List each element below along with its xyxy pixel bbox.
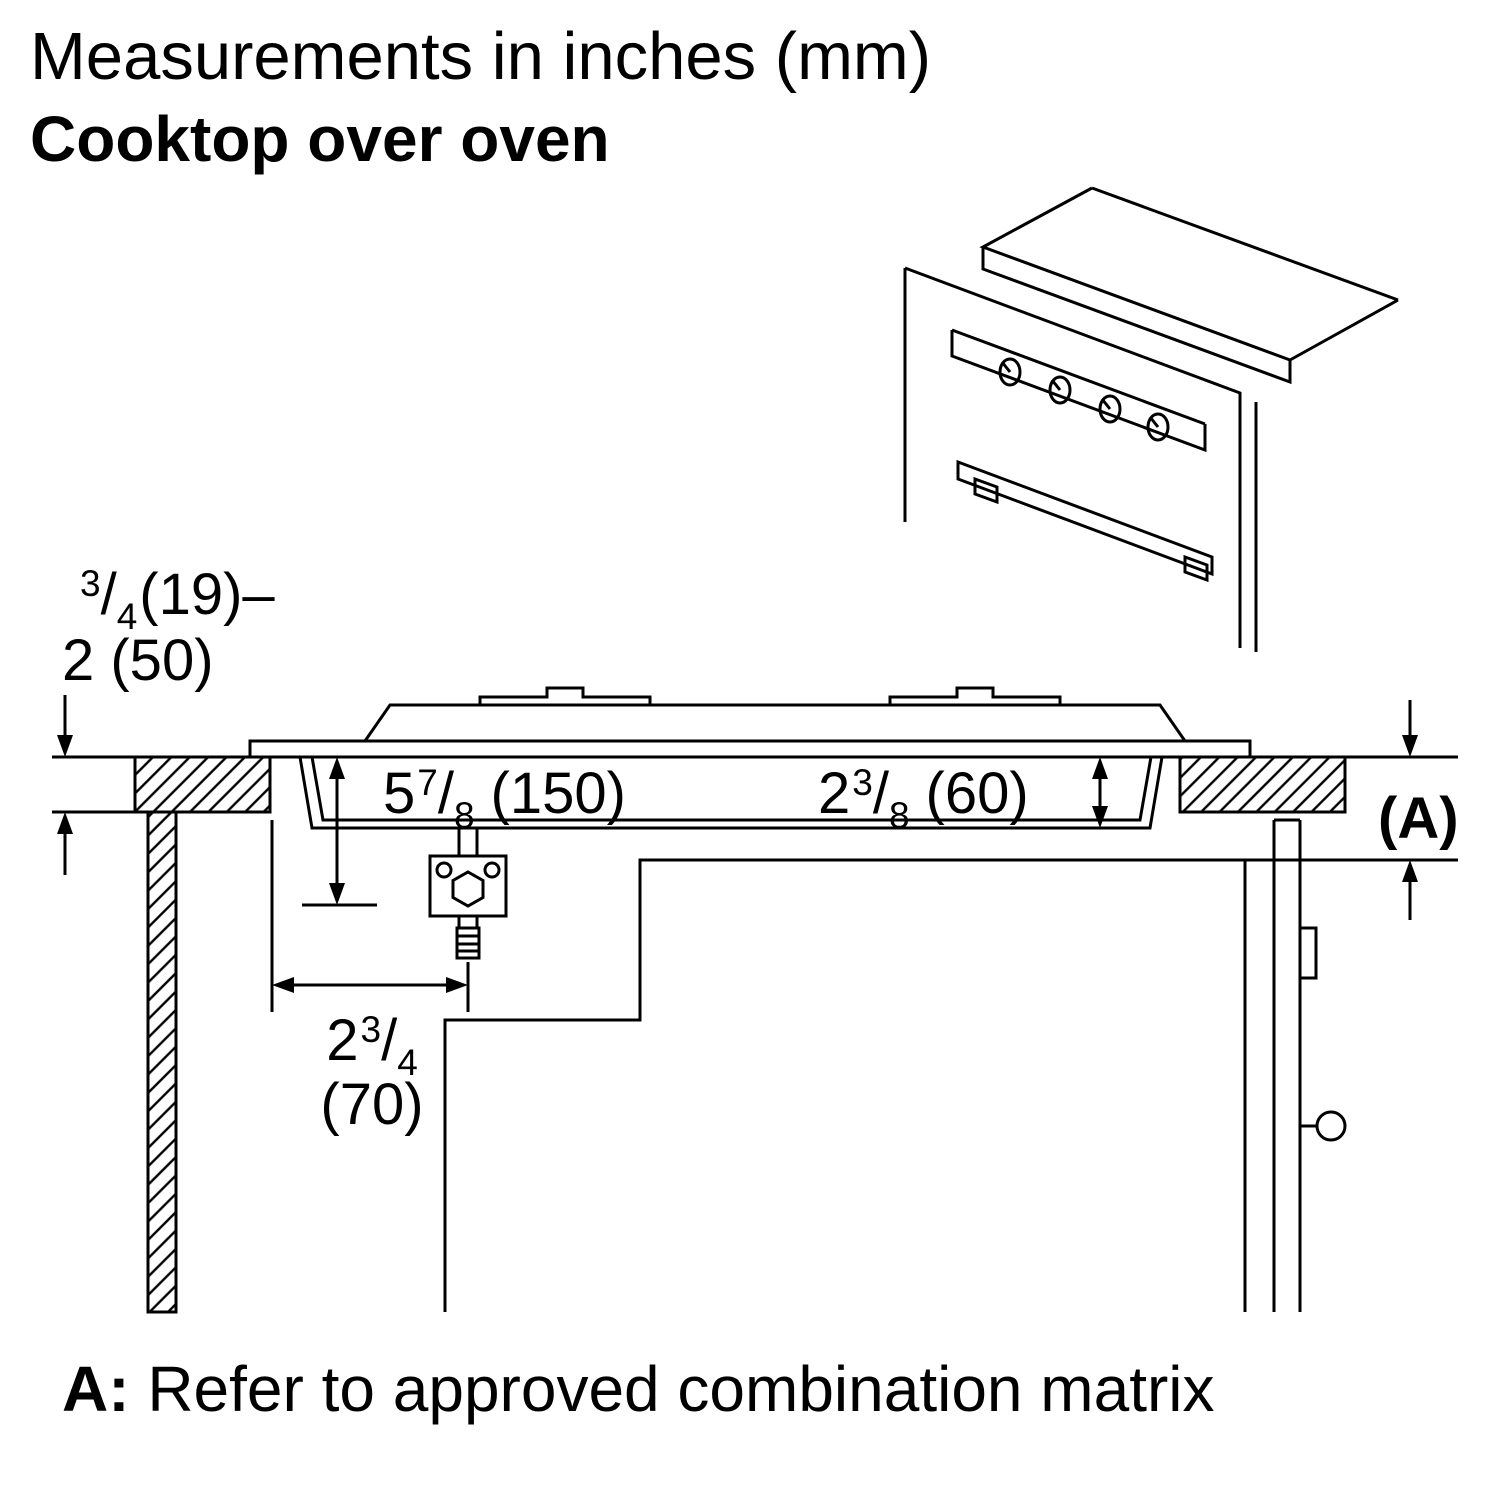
gas-threaded-fitting bbox=[455, 926, 481, 960]
dim-combination-label: (A) bbox=[1378, 786, 1459, 851]
counter-section-right bbox=[1178, 755, 1347, 814]
dim-gas-offset-line2: (70) bbox=[320, 1072, 423, 1137]
oven-door bbox=[1272, 818, 1347, 1312]
valve-bolt-left bbox=[435, 861, 453, 879]
cooktop-rim-profile bbox=[363, 703, 1187, 742]
cooktop-tub bbox=[298, 756, 1164, 830]
arrow-right-icon bbox=[446, 977, 468, 993]
iso-oven-body bbox=[903, 266, 1258, 652]
knob-icon bbox=[1048, 375, 1072, 405]
cross-section bbox=[133, 686, 1347, 1314]
oven-outline bbox=[443, 858, 1247, 1312]
iso-countertop bbox=[979, 186, 1399, 385]
dimension-lines bbox=[52, 695, 1458, 1012]
knob-pointer bbox=[1148, 416, 1160, 428]
arrowheads bbox=[57, 735, 1418, 993]
knob-pointer bbox=[1100, 398, 1112, 410]
arrow-left-icon bbox=[272, 977, 294, 993]
gas-nipple-neck bbox=[457, 914, 479, 930]
dimension-graphics: 3/4(19)– 2 (50) 57/8(150) 23/8(60) (A) 2… bbox=[52, 562, 1459, 1137]
arrow-up-icon bbox=[1402, 860, 1418, 882]
footnote: A: Refer to approved combination matrix bbox=[62, 1352, 1215, 1426]
valve-bolt-right bbox=[483, 861, 501, 879]
oven-door-latch bbox=[1298, 926, 1318, 980]
cooktop-base-plate bbox=[248, 739, 1252, 759]
arrow-down-icon bbox=[1092, 806, 1108, 828]
dim-counter-thickness-line2: 2 (50) bbox=[62, 628, 214, 693]
page-title: Measurements in inches (mm) bbox=[30, 19, 932, 94]
title-block: Measurements in inches (mm) Cooktop over… bbox=[30, 19, 932, 176]
dim-gas-drop-label: 57/8(150) bbox=[383, 761, 626, 836]
iso-control-knobs bbox=[998, 357, 1170, 442]
burner-right bbox=[888, 686, 1062, 705]
arrow-down-icon bbox=[57, 735, 73, 757]
counter-section-left bbox=[133, 755, 272, 814]
arrow-up-icon bbox=[57, 812, 73, 834]
cabinet-side-panel bbox=[146, 810, 178, 1314]
page-subtitle: Cooktop over oven bbox=[30, 103, 610, 176]
dim-gas-offset-line1: 23/4 bbox=[326, 1008, 418, 1083]
knob-pointer bbox=[1050, 379, 1062, 391]
dim-gas-drop-lines bbox=[302, 779, 377, 907]
dim-counter-thickness-lines bbox=[52, 695, 135, 875]
knob-icon bbox=[1098, 394, 1122, 424]
oven-door-handle-knob bbox=[1315, 1110, 1347, 1142]
iso-control-strip bbox=[950, 328, 1207, 453]
arrow-down-icon bbox=[329, 883, 345, 905]
knob-pointer bbox=[1000, 361, 1012, 373]
knob-icon bbox=[998, 357, 1022, 387]
valve-hex-nut bbox=[451, 870, 485, 908]
isometric-overview bbox=[903, 186, 1399, 652]
dim-counter-thickness-line1: 3/4(19)– bbox=[80, 562, 275, 637]
arrow-down-icon bbox=[1402, 735, 1418, 757]
arrow-up-icon bbox=[329, 757, 345, 779]
dim-combination-lines bbox=[1245, 700, 1458, 920]
knob-icon bbox=[1146, 412, 1170, 442]
dim-gas-offset-lines bbox=[270, 820, 470, 1012]
arrow-up-icon bbox=[1092, 757, 1108, 779]
oven-door-panel bbox=[1272, 818, 1302, 1312]
footnote-label: A: bbox=[62, 1353, 130, 1425]
iso-door-handle bbox=[956, 459, 1214, 583]
gas-regulator bbox=[428, 826, 508, 960]
footnote-text: Refer to approved combination matrix bbox=[147, 1353, 1215, 1425]
burner-left bbox=[478, 686, 652, 705]
dim-tub-depth-label: 23/8(60) bbox=[818, 761, 1029, 836]
